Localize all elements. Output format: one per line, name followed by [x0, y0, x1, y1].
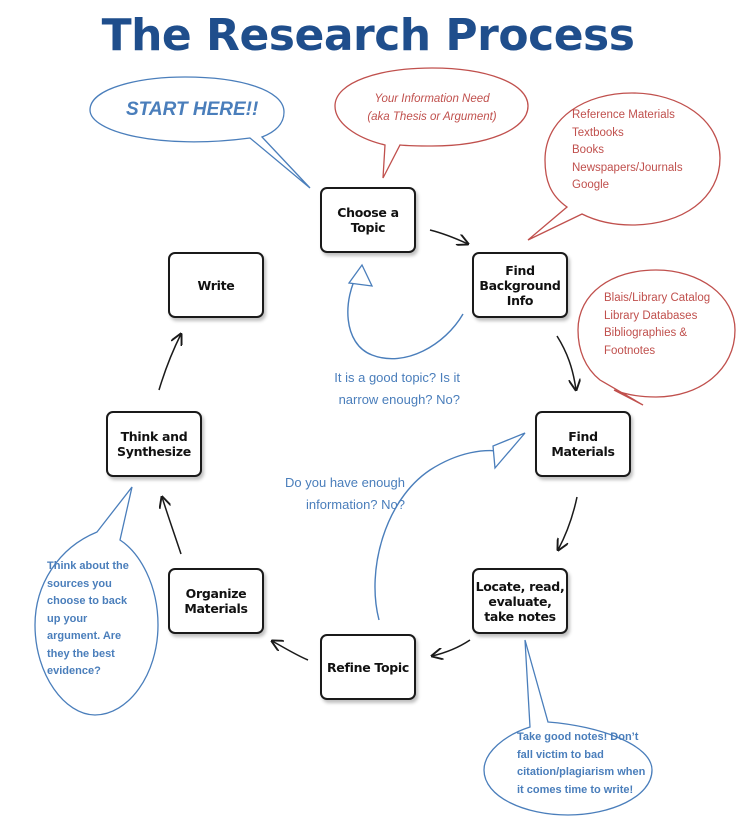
good-topic-question: It is a good topic? Is it narrow enough?…	[334, 370, 460, 407]
step-locate-read: Locate, read, evaluate, take notes	[472, 568, 568, 634]
material-sources-bubble	[577, 269, 736, 406]
arrow-think-to-write	[158, 334, 181, 391]
step-organize-materials: Organize Materials	[168, 568, 264, 634]
arrow-topic-to-background	[429, 229, 468, 244]
start-here-bubble	[89, 76, 311, 189]
topic-loop-arrowhead	[347, 263, 374, 287]
information-need-bubble	[334, 67, 529, 179]
step-label: Think and Synthesize	[117, 429, 191, 459]
enough-info-question: Do you have enough information? No?	[285, 475, 405, 512]
evidence-tip-text: Think about the sources you choose to ba…	[47, 560, 129, 677]
step-label: Find Background Info	[479, 262, 561, 308]
notes-tip-text: Take good notes! Don’t fall victim to ba…	[517, 731, 646, 796]
arrow-locate-to-refine	[432, 639, 471, 656]
step-write: Write	[168, 252, 264, 318]
background-sources-text: Reference Materials Textbooks Books News…	[572, 109, 683, 191]
step-think-synthesize: Think and Synthesize	[106, 411, 202, 477]
step-find-materials: Find Materials	[535, 411, 631, 477]
step-label: Write	[197, 277, 235, 293]
arrow-background-to-materials	[556, 335, 576, 390]
arrow-organize-to-think	[162, 497, 182, 555]
step-label: Find Materials	[551, 429, 615, 459]
step-choose-topic: Choose a Topic	[320, 187, 416, 253]
evidence-tip-bubble	[34, 486, 159, 716]
step-label: Choose a Topic	[337, 205, 399, 235]
refine-loop-arrowhead	[492, 432, 526, 470]
refine-loop-arrow	[374, 449, 506, 621]
arrow-refine-to-organize	[272, 641, 309, 661]
step-label: Organize Materials	[184, 586, 248, 616]
step-refine-topic: Refine Topic	[320, 634, 416, 700]
information-need-text: Your Information Need (aka Thesis or Arg…	[367, 93, 497, 123]
notes-tip-bubble	[483, 639, 653, 816]
step-find-background: Find Background Info	[472, 252, 568, 318]
page-title: The Research Process	[101, 10, 635, 61]
step-label: Locate, read, evaluate, take notes	[475, 578, 565, 624]
arrow-materials-to-locate	[558, 496, 578, 550]
step-label: Refine Topic	[326, 659, 410, 675]
material-sources-text: Blais/Library Catalog Library Databases …	[604, 292, 711, 357]
topic-loop-arrow	[347, 270, 464, 360]
background-sources-bubble	[527, 92, 721, 241]
start-here-text: START HERE!!	[126, 99, 259, 120]
